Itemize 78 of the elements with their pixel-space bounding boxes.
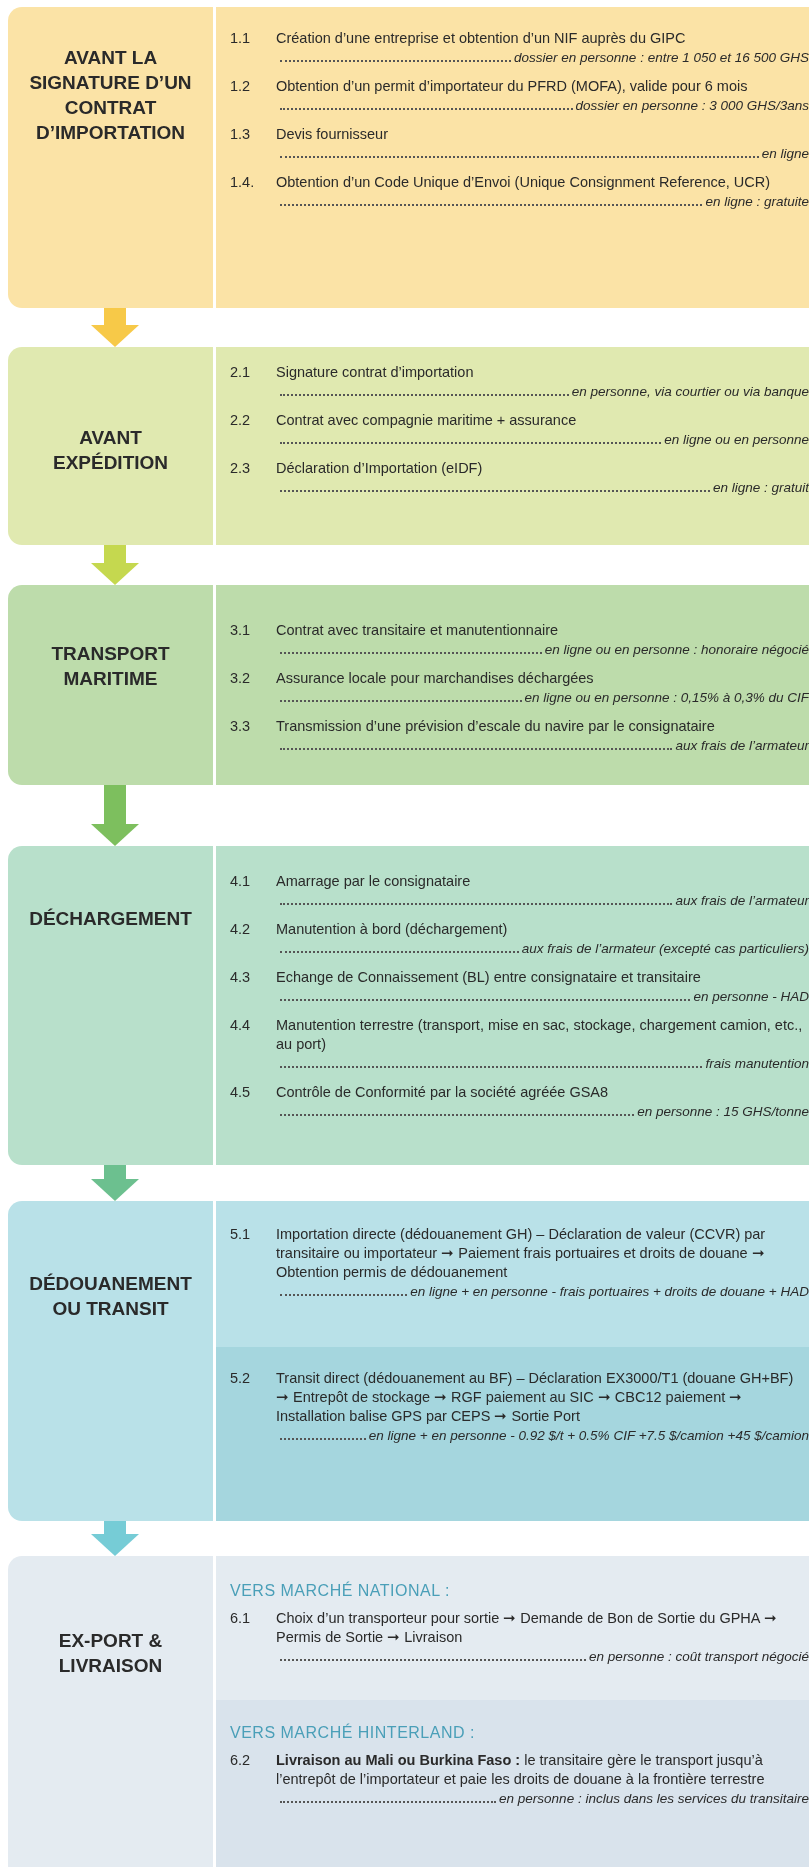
section-heading: VERS MARCHÉ NATIONAL : xyxy=(230,1582,450,1600)
phase-title: DÉDOUANEMENT OU TRANSIT xyxy=(28,1272,193,1321)
step-text: Contrat avec compagnie maritime + assurance xyxy=(276,411,578,430)
step-text: Echange de Connaissement (BL) entre consignataire et transitaire xyxy=(276,968,702,987)
cost-note: en personne - HAD xyxy=(693,988,809,1006)
step-number: 4.5 xyxy=(230,1083,251,1102)
step-number: 5.2 xyxy=(230,1369,251,1388)
step-text: Importation directe (dédouanement GH) – Déclaration de valeur (CCVR) par transitaire ou importateur ➞ Paiement frais portuaires et droits de douane ➞ Obtention permis de dédouanement xyxy=(276,1225,767,1282)
step-text: Transit direct (dédouanement au BF) – Déclaration EX3000/T1 (douane GH+BF) ➞ Entrepôt de stockage ➞ RGF paiement au SIC ➞ CBC12 paiement ➞ Installation balise GPS par CEPS ➞ Sortie Port xyxy=(276,1369,795,1426)
step-number: 3.1 xyxy=(230,621,251,640)
step-text: Obtention d’un permit d’importateur du PFRD (MOFA), valide pour 6 mois xyxy=(276,77,749,96)
phase-band xyxy=(8,1201,809,1521)
step-number: 4.1 xyxy=(230,872,251,891)
step-panel xyxy=(216,1347,809,1521)
cost-note: en personne : coût transport négocié xyxy=(589,1648,809,1666)
section-panel xyxy=(216,1700,809,1867)
phase-band xyxy=(8,347,809,545)
step-text: Livraison au Mali ou Burkina Faso : le transitaire gère le transport jusqu’à l’entrepôt de l’importateur et paie les droits de douane à la frontière terrestre xyxy=(276,1751,766,1789)
cost-note: en personne : 15 GHS/tonne xyxy=(637,1103,809,1121)
step-number: 1.1 xyxy=(230,29,251,48)
step-text: Manutention à bord (déchargement) xyxy=(276,920,509,939)
cost-note: en personne : inclus dans les services du transitaire xyxy=(499,1790,809,1808)
step-number: 6.1 xyxy=(230,1609,251,1628)
arrow xyxy=(91,785,139,846)
phase-band xyxy=(8,585,809,785)
step-text: Contrôle de Conformité par la société agréée GSA8 xyxy=(276,1083,610,1102)
phase-title: AVANT LA SIGNATURE D’UN CONTRAT D’IMPORTATION xyxy=(28,46,193,145)
step-text: Obtention d’un Code Unique d’Envoi (Unique Consignment Reference, UCR) xyxy=(276,173,772,192)
step-number: 4.3 xyxy=(230,968,251,987)
step-number: 3.3 xyxy=(230,717,251,736)
step-number: 1.3 xyxy=(230,125,251,144)
cost-note: aux frais de l’armateur xyxy=(675,737,809,755)
cost-note: en ligne : gratuit xyxy=(712,479,809,497)
cost-note: en ligne + en personne - 0.92 $/t + 0.5% CIF +7.5 $/camion +45 $/camion xyxy=(368,1427,809,1445)
step-text: Manutention terrestre (transport, mise en sac, stockage, chargement camion, etc., au port) xyxy=(276,1016,804,1054)
step-text: Assurance locale pour marchandises déchargées xyxy=(276,669,595,688)
step-text: Devis fournisseur xyxy=(276,125,389,144)
cost-note: en ligne + en personne - frais portuaires + droits de douane + HAD xyxy=(410,1283,809,1301)
step-text: Transmission d’une prévision d’escale du navire par le consignataire xyxy=(276,717,716,736)
step-text: Contrat avec transitaire et manutentionnaire xyxy=(276,621,560,640)
cost-note: en personne, via courtier ou via banque xyxy=(571,383,809,401)
phase-title: AVANT EXPÉDITION xyxy=(51,426,170,475)
cost-note: aux frais de l’armateur (excepté cas particuliers) xyxy=(521,940,809,958)
arrow xyxy=(91,1165,139,1201)
cost-note: en ligne xyxy=(761,145,809,163)
cost-note: aux frais de l’armateur xyxy=(675,892,809,910)
step-number: 3.2 xyxy=(230,669,251,688)
cost-note: dossier en personne : entre 1 050 et 16 500 GHS xyxy=(514,49,809,67)
step-text: Création d’une entreprise et obtention d’un NIF auprès du GIPC xyxy=(276,29,687,48)
arrow xyxy=(91,308,139,347)
step-text: Choix d’un transporteur pour sortie ➞ Demande de Bon de Sortie du GPHA ➞ Permis de Sortie ➞ Livraison xyxy=(276,1609,778,1647)
step-number: 5.1 xyxy=(230,1225,251,1244)
phase-band xyxy=(8,1556,809,1867)
step-number: 1.2 xyxy=(230,77,251,96)
step-number: 2.1 xyxy=(230,363,251,382)
cost-note: dossier en personne : 3 000 GHS/3ans xyxy=(575,97,809,115)
phase-title: DÉCHARGEMENT xyxy=(29,907,192,931)
cost-note: en ligne ou en personne : 0,15% à 0,3% du CIF xyxy=(524,689,809,707)
cost-note: en ligne ou en personne xyxy=(664,431,809,449)
phase-title: EX-PORT & LIVRAISON xyxy=(57,1629,164,1678)
step-text: Amarrage par le consignataire xyxy=(276,872,472,891)
step-number: 2.3 xyxy=(230,459,251,478)
cost-note: en ligne : gratuite xyxy=(705,193,809,211)
step-number: 1.4. xyxy=(230,173,255,192)
step-text: Déclaration d’Importation (eIDF) xyxy=(276,459,484,478)
phase-band xyxy=(8,7,809,308)
step-text: Signature contrat d’importation xyxy=(276,363,475,382)
arrow xyxy=(91,1521,139,1556)
phase-band xyxy=(8,846,809,1165)
arrow xyxy=(91,545,139,585)
step-number: 2.2 xyxy=(230,411,251,430)
section-heading: VERS MARCHÉ HINTERLAND : xyxy=(230,1724,475,1742)
step-number: 4.2 xyxy=(230,920,251,939)
step-number: 4.4 xyxy=(230,1016,251,1035)
cost-note: en ligne ou en personne : honoraire négocié xyxy=(544,641,809,659)
cost-note: frais manutention xyxy=(705,1055,809,1073)
phase-title: TRANSPORT MARITIME xyxy=(50,642,171,691)
step-number: 6.2 xyxy=(230,1751,251,1770)
